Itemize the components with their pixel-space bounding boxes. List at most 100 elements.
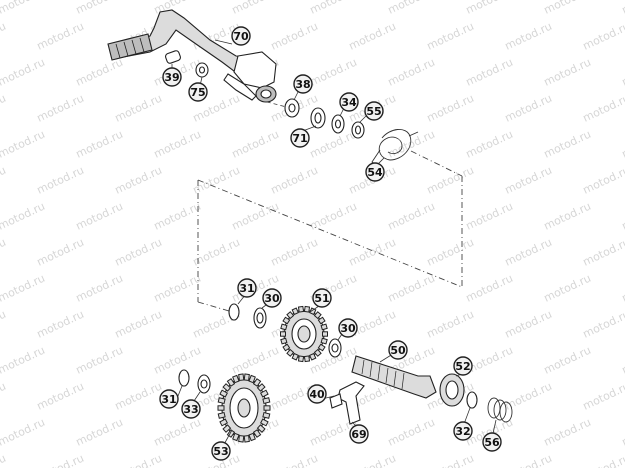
watermark-text: motod.ru [152, 128, 203, 161]
watermark-text: motod.ru [620, 272, 625, 305]
gear-tooth [291, 352, 299, 361]
gear-tooth [243, 434, 250, 443]
watermark-text: motod.ru [464, 0, 515, 17]
watermark-text: motod.ru [0, 164, 8, 197]
watermark-text: motod.ru [230, 0, 281, 17]
watermark-text: motod.ru [386, 128, 437, 161]
watermark-text: motod.ru [113, 380, 164, 413]
callout-34-label: 34 [341, 96, 357, 109]
gear-tooth [232, 432, 240, 442]
watermark-text: motod.ru [35, 236, 86, 269]
gear-tooth [238, 434, 245, 443]
watermark-text: motod.ru [464, 128, 515, 161]
watermark-text: motod.ru [464, 272, 515, 305]
watermark-text: motod.ru [503, 308, 554, 341]
callout-33-label: 33 [183, 403, 198, 416]
callout-38[interactable]: 38 [293, 74, 313, 94]
callout-55[interactable]: 55 [364, 101, 384, 121]
watermark-text: motod.ru [581, 452, 625, 468]
gear-tooth [217, 397, 226, 405]
watermark-text: motod.ru [35, 164, 86, 197]
callout-53-label: 53 [213, 445, 228, 458]
kick-starter-lever [107, 9, 277, 103]
watermark-text: motod.ru [35, 20, 86, 53]
callout-31-bottom-label: 31 [161, 393, 176, 406]
watermark-text: motod.ru [269, 164, 320, 197]
watermark-text: motod.ru [620, 416, 625, 449]
watermark-text: motod.ru [425, 20, 476, 53]
callout-39[interactable]: 39 [162, 67, 182, 87]
callout-75[interactable]: 75 [188, 82, 208, 102]
watermark-text: motod.ru [113, 92, 164, 125]
watermark-text: motod.ru [74, 56, 125, 89]
watermark-text: motod.ru [230, 344, 281, 377]
gear-tooth [317, 316, 326, 325]
gear-tooth [280, 323, 288, 331]
watermark-text: motod.ru [503, 92, 554, 125]
callout-54-label: 54 [367, 166, 383, 179]
callout-31-bottom[interactable]: 31 [159, 389, 179, 409]
callout-30-right-label: 30 [340, 322, 356, 335]
watermark-text: motod.ru [0, 0, 47, 17]
callout-71[interactable]: 71 [290, 128, 310, 148]
gear-tooth [317, 343, 326, 352]
callout-33[interactable]: 33 [181, 399, 201, 419]
watermark-text: motod.ru [0, 20, 8, 53]
watermark-text: motod.ru [581, 236, 625, 269]
callout-31-top[interactable]: 31 [237, 278, 257, 298]
gear-tooth [309, 352, 317, 361]
watermark-text: motod.ru [347, 20, 398, 53]
watermark-text: motod.ru [581, 164, 625, 197]
dashed-assembly-outline [197, 99, 463, 314]
callout-50-label: 50 [390, 344, 406, 357]
watermark-text: motod.ru [620, 0, 625, 17]
watermark-text: motod.ru [308, 128, 359, 161]
callout-51-label: 51 [314, 292, 329, 305]
watermark-text: motod.ru [386, 0, 437, 17]
callout-40[interactable]: 40 [307, 384, 327, 404]
callout-51[interactable]: 51 [312, 288, 332, 308]
watermark-text: motod.ru [230, 128, 281, 161]
gear-tooth [232, 374, 240, 384]
watermark-text: motod.ru [386, 200, 437, 233]
gear-tooth [282, 316, 291, 325]
callout-50[interactable]: 50 [388, 340, 408, 360]
watermark-text: motod.ru [113, 452, 164, 468]
callout-52-label: 52 [455, 360, 470, 373]
watermark-text: motod.ru [74, 128, 125, 161]
callout-34[interactable]: 34 [339, 92, 359, 112]
callout-52[interactable]: 52 [453, 356, 473, 376]
watermark-text: motod.ru [74, 416, 125, 449]
gear-tooth [219, 418, 228, 427]
gear-tooth [280, 337, 288, 345]
watermark-text: motod.ru [269, 452, 320, 468]
callout-31-top-label: 31 [239, 282, 254, 295]
watermark-text: motod.ru [620, 128, 625, 161]
callout-30-right[interactable]: 30 [338, 318, 358, 338]
gear-tooth [313, 311, 322, 320]
watermark-text: motod.ru [152, 344, 203, 377]
lower-assembly-parts [178, 303, 513, 443]
watermark-text: motod.ru [35, 92, 86, 125]
watermark-text: motod.ru [542, 344, 593, 377]
watermark-text: motod.ru [620, 56, 625, 89]
gear-tooth [291, 307, 299, 316]
watermark-text: motod.ru [0, 308, 8, 341]
callout-56[interactable]: 56 [482, 432, 502, 452]
watermark-text: motod.ru [581, 92, 625, 125]
watermark-text: motod.ru [503, 20, 554, 53]
watermark-text: motod.ru [0, 200, 47, 233]
callout-30-left[interactable]: 30 [262, 288, 282, 308]
callout-53[interactable]: 53 [211, 441, 231, 461]
callout-54[interactable]: 54 [365, 162, 385, 182]
watermark-text: motod.ru [464, 200, 515, 233]
callout-69[interactable]: 69 [349, 424, 369, 444]
callout-32[interactable]: 32 [453, 421, 473, 441]
watermark-text: motod.ru [542, 416, 593, 449]
callout-70[interactable]: 70 [231, 26, 251, 46]
watermark-text: motod.ru [542, 0, 593, 17]
gear-tooth [282, 343, 291, 352]
gear-tooth [238, 373, 245, 382]
watermark-text: motod.ru [0, 416, 47, 449]
lever-small-parts [165, 50, 365, 139]
